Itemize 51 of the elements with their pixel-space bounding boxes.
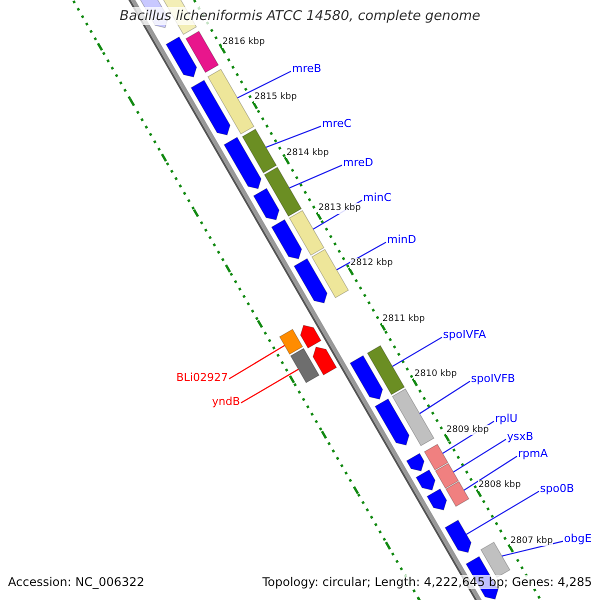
scale-label: 2811 kbp [382,314,425,325]
scale-label: 2814 kbp [286,148,329,158]
gene-label: rplU [495,412,518,426]
gene-label: mreD [343,156,374,170]
leader-line [336,242,386,270]
scale-label: 2807 kbp [510,536,553,546]
gene-label: spo0B [540,482,574,496]
gene-label: spoIVFA [443,328,486,342]
footer-text: Accession: NC_006322 [8,575,144,590]
leader-line [419,380,470,414]
gene-label: obgE [564,532,592,546]
leader-line [466,490,540,535]
leader-line [240,368,299,404]
gene-label: spoIVFB [471,372,516,386]
gene-label: rpmA [518,447,548,460]
leader-line [453,438,506,473]
leader-line [502,540,564,557]
gene-label: ysxB [507,430,534,444]
gene-feature-block [444,520,472,553]
gene-feature-bar [445,480,470,507]
gene-feature-bar [290,348,320,384]
gene-label: minD [387,233,416,246]
leader-line [266,126,322,148]
gene-label: BLi02927 [176,371,228,384]
gene-feature-bar [392,388,434,446]
leader-line [228,345,285,380]
gene-feature-bar [366,345,405,396]
gene-feature-bar [288,210,324,256]
leader-line [237,70,292,98]
gene-label: yndB [212,395,240,408]
scale-label: 2813 kbp [318,202,361,214]
scale-label: 2809 kbp [446,424,489,436]
scale-label: 2815 kbp [254,92,297,103]
scale-label: 2812 kbp [350,258,393,270]
gene-feature-bar [424,444,448,471]
gene-feature-bar [264,166,302,217]
gene-feature-bar [311,248,349,298]
scale-label: 2816 kbp [222,36,265,48]
gene-label: minC [363,191,392,204]
footer-text: Topology: circular; Length: 4,222,645 bp; Genes: 4,285 [262,575,592,590]
leader-line [392,336,442,367]
gene-feature-bar [434,462,459,489]
scale-label: 2810 kbp [414,369,457,380]
gene-feature-bar [207,68,254,135]
leader-line [464,456,518,491]
scale-label: 2808 kbp [478,480,521,491]
gene-label: mreB [292,62,322,76]
gene-feature-bar [480,542,510,578]
gene-feature-bar [242,128,277,174]
gene-feature-bar [279,328,304,355]
gene-label: mreC [322,117,352,130]
